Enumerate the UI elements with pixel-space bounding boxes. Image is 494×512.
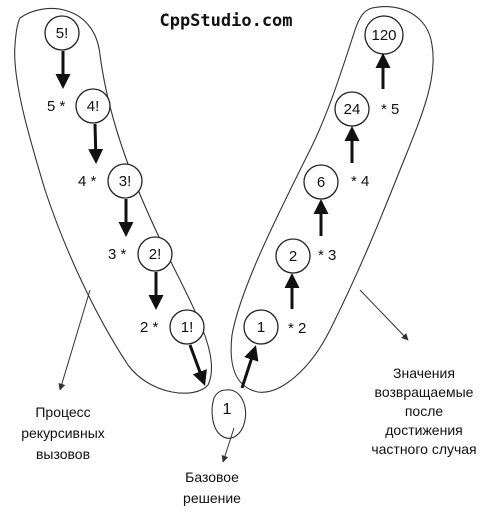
right-node-label: 6: [317, 174, 325, 191]
left-node-2: 2!: [137, 236, 173, 272]
caption-line: Значения: [393, 365, 455, 381]
right-node-24: 24: [334, 91, 370, 127]
recursive-calls-pointer: [58, 289, 91, 391]
caption-line: Базовое: [185, 469, 239, 485]
return-arrow: [240, 345, 259, 389]
base-solution-pointer: [221, 427, 235, 463]
returned-values-outline: [230, 6, 434, 393]
right-node-label: 120: [371, 27, 396, 44]
right-node-label: 2: [289, 248, 297, 265]
left-node-3: 3!: [107, 163, 143, 199]
right-multiplier-3: * 3: [318, 247, 336, 264]
left-multiplier-2: 2 *: [140, 319, 159, 336]
right-node-label: 1: [257, 319, 265, 336]
caption-line: после: [405, 403, 444, 419]
base-solution-outline: [211, 389, 247, 439]
right-multiplier-5: * 5: [381, 101, 399, 118]
right-node-1: 1: [243, 309, 279, 345]
left-node-label: 3!: [119, 173, 132, 190]
left-node-label: 4!: [87, 98, 100, 115]
right-multiplier-2: * 2: [288, 320, 306, 337]
right-node-6: 6: [303, 164, 339, 200]
right-node-120: 120: [364, 15, 404, 55]
caption-line: решение: [183, 490, 241, 506]
left-node-4: 4!: [75, 88, 111, 124]
returned-values-caption: Значения возвращаемые после достижения ч…: [371, 365, 476, 457]
right-multiplier-4: * 4: [351, 173, 369, 190]
left-node-1: 1!: [169, 309, 205, 345]
left-multiplier-5: 5 *: [47, 98, 66, 115]
right-node-2: 2: [275, 238, 311, 274]
recursive-calls-outline: [14, 7, 213, 394]
caption-line: вызовов: [36, 446, 90, 462]
left-node-label: 1!: [181, 319, 194, 336]
right-node-label: 24: [344, 101, 361, 118]
call-arrow: [88, 123, 104, 164]
caption-line: частного случая: [371, 441, 476, 457]
caption-line: Процесс: [35, 404, 90, 420]
caption-line: достижения: [385, 422, 462, 438]
left-multiplier-3: 3 *: [108, 246, 127, 263]
caption-line: возвращаемые: [375, 384, 474, 400]
left-node-label: 5!: [56, 25, 69, 42]
left-node-label: 2!: [149, 246, 162, 263]
caption-line: рекурсивных: [21, 425, 105, 441]
recursive-calls-caption: Процесс рекурсивных вызовов: [21, 404, 105, 462]
returned-values-pointer: [359, 289, 409, 341]
left-node-5: 5!: [44, 15, 80, 51]
base-solution-caption: Базовое решение: [183, 469, 241, 506]
base-node-label: 1: [223, 401, 232, 418]
site-title: CppStudio.com: [159, 11, 292, 31]
left-multiplier-4: 4 *: [78, 173, 97, 190]
call-arrow: [188, 344, 207, 386]
